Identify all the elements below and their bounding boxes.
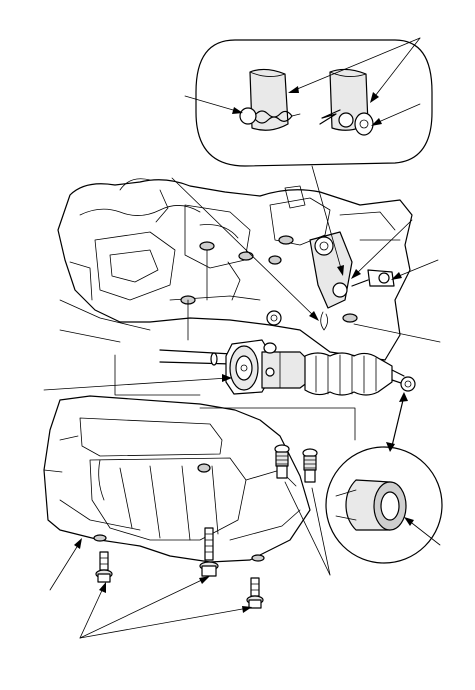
rubber-boot <box>304 352 393 396</box>
left-clip-icon <box>239 107 301 125</box>
splash-shield <box>43 395 311 563</box>
bolt-icon <box>199 527 219 577</box>
clip-detail-inset <box>195 39 433 167</box>
bolt-icon <box>302 448 318 483</box>
reference-bracket <box>114 354 201 396</box>
engine-block <box>57 178 413 361</box>
bolt-icon <box>246 577 264 609</box>
mounting-bolts <box>95 444 318 609</box>
clutch-slave-cylinder <box>159 339 416 396</box>
bolt-icon <box>95 551 113 583</box>
bolt-icon <box>274 444 290 479</box>
callout-leaders <box>43 37 441 639</box>
reference-bracket-right <box>199 407 356 441</box>
push-rod-detail <box>325 392 443 564</box>
